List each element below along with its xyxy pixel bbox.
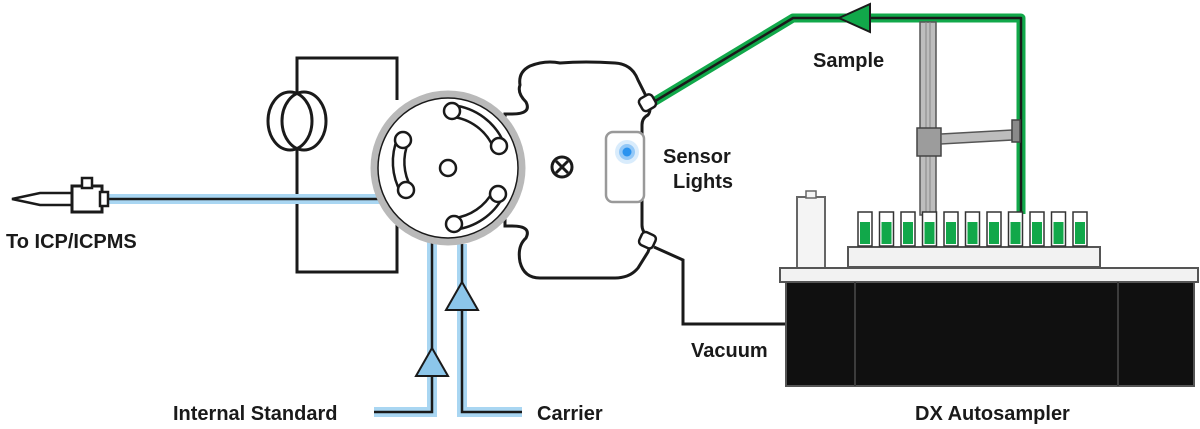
sample-vial [878, 211, 895, 247]
sensor-light-icon [615, 140, 639, 164]
sensor-label-line2: Lights [673, 171, 733, 193]
sample-vial [921, 211, 938, 247]
connector [637, 93, 658, 113]
sample-loop [266, 56, 399, 274]
nebulizer-tee [11, 176, 110, 214]
sensor-label-line1: Sensor [663, 146, 731, 168]
sensor-window [604, 130, 646, 204]
sample-vial [900, 211, 916, 247]
outlet-label: To ICP/ICPMS [6, 231, 137, 253]
vial-rack [847, 246, 1101, 268]
flow-arrow-icon [444, 279, 480, 311]
carrier-line [457, 244, 522, 417]
valve-rotor-icon [370, 90, 526, 246]
internal-standard-label: Internal Standard [173, 403, 337, 425]
connector [637, 230, 658, 250]
vacuum-line [653, 245, 785, 326]
internal-standard-line [374, 240, 437, 417]
sample-vial [964, 211, 981, 247]
sample-vial [943, 211, 959, 247]
sample-label: Sample [813, 50, 884, 72]
vacuum-label: Vacuum [691, 340, 768, 362]
probe-arm [916, 21, 1021, 216]
sample-vial [1007, 211, 1024, 247]
sample-vial [857, 211, 873, 247]
autosampler-tray [779, 267, 1199, 283]
carrier-label: Carrier [537, 403, 603, 425]
flow-arrow-icon [836, 2, 871, 34]
reagent-bottle [796, 196, 826, 270]
autosampler [779, 190, 1199, 387]
sample-line [649, 13, 1026, 214]
sample-vial [986, 211, 1002, 247]
autosampler-label: DX Autosampler [915, 403, 1070, 425]
sample-vial [1029, 211, 1045, 247]
autosampler-body [785, 281, 1195, 387]
loop-coil-icon [266, 90, 328, 152]
close-circle-icon [550, 155, 574, 179]
flow-arrow-icon [414, 345, 450, 377]
vial-row [857, 211, 1088, 247]
valve-housing [503, 60, 652, 280]
sample-vial [1050, 211, 1067, 247]
sample-vial [1072, 211, 1088, 247]
